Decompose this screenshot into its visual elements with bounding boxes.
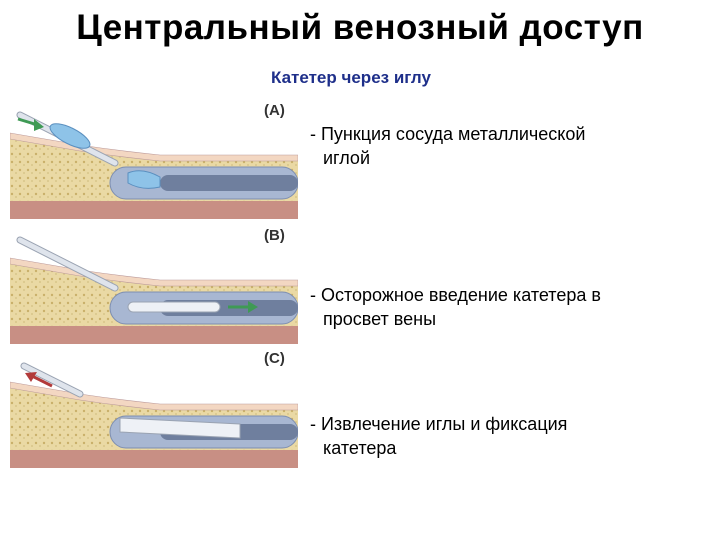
step-a-line1: - Пункция сосуда металлической: [310, 124, 586, 144]
step-b-line2: просвет вены: [323, 309, 437, 329]
panel-label-c: (C): [264, 350, 285, 367]
step-text-b: - Осторожное введение катетера в просвет…: [310, 283, 710, 331]
step-a-line2: иглой: [323, 148, 370, 168]
arrow-right-icon: [17, 117, 44, 131]
subtitle: Катетер через иглу: [271, 68, 431, 87]
step-text-c: - Извлечение иглы и фиксация катетера: [310, 412, 710, 460]
illustration-panel-c: [10, 352, 298, 468]
step-c-line1: - Извлечение иглы и фиксация: [310, 414, 568, 434]
arrow-right-icon: [228, 301, 258, 313]
step-c-line2: катетера: [323, 438, 397, 458]
page-title: Центральный венозный доступ: [76, 8, 644, 47]
step-text-a: - Пункция сосуда металлической иглой: [310, 122, 710, 170]
illustration-panel-b: [10, 228, 298, 344]
panel-label-a: (A): [264, 102, 285, 119]
step-b-line1: - Осторожное введение катетера в: [310, 285, 601, 305]
arrow-left-icon: [25, 372, 53, 388]
illustration-panel-a: [10, 103, 298, 219]
panel-label-b: (B): [264, 227, 285, 244]
